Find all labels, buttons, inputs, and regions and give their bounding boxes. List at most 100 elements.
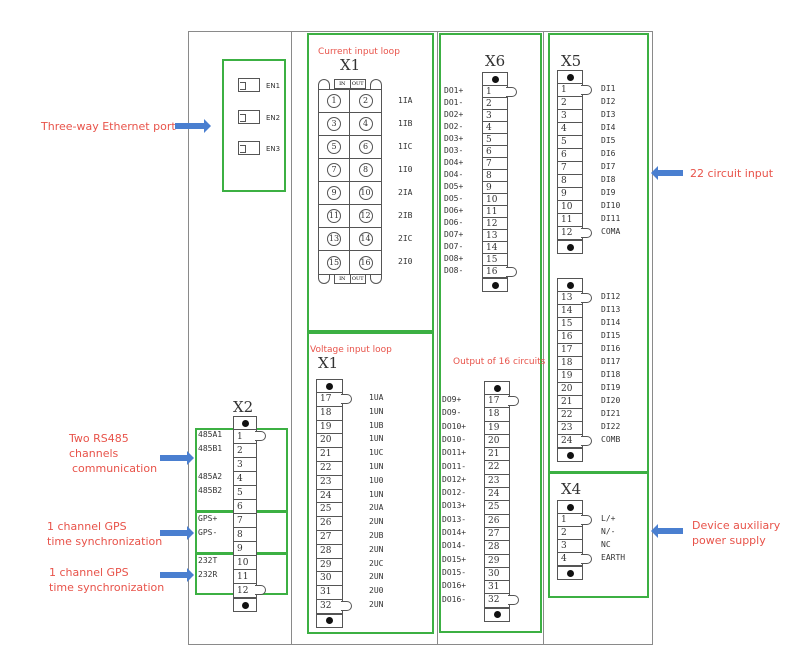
- terminal-pin: 21: [485, 448, 509, 462]
- jumper-tab-icon: [255, 585, 266, 595]
- signal-label: DO15+: [442, 554, 467, 564]
- terminal-pin: 12: [234, 584, 266, 598]
- terminal-cell: 8: [350, 159, 381, 181]
- terminal-pin: 26: [317, 517, 342, 531]
- signal-label: L/+: [601, 514, 616, 523]
- divider: [437, 31, 438, 645]
- jumper-tab-icon: [508, 396, 519, 406]
- mounting-screw-icon: [234, 417, 256, 430]
- signal-label: GPS-: [198, 528, 218, 537]
- terminal-pin: 16: [483, 266, 517, 278]
- terminal-pin: 20: [317, 434, 342, 449]
- terminal-screw-icon: 8: [358, 163, 373, 177]
- signal-label: 1U0: [369, 475, 384, 485]
- terminal-screw-icon: 1: [327, 94, 341, 108]
- mounting-screw-icon: [558, 279, 582, 292]
- ethernet-box: [222, 59, 286, 192]
- jumper-tab-icon: [341, 600, 352, 611]
- terminal-pin: 5: [483, 134, 507, 146]
- terminal-screw-icon: 2: [358, 94, 373, 108]
- out-label: OUT: [351, 81, 364, 87]
- signal-label: DO10+: [442, 421, 467, 431]
- terminal-cell: 10: [350, 182, 381, 204]
- terminal-pin: 15: [483, 254, 507, 266]
- signal-label: DI21: [601, 409, 621, 418]
- signal-label: DI1: [601, 84, 616, 93]
- signal-label: DO11-: [442, 461, 467, 471]
- signal-label: 1UN: [369, 462, 384, 471]
- terminal-pin: 11: [558, 214, 582, 227]
- jumper-tab-icon: [255, 431, 266, 441]
- terminal-pin: 3: [483, 110, 507, 122]
- terminal-pin: 30: [485, 568, 509, 582]
- signal-label: 1UC: [369, 448, 384, 458]
- terminal-cell: 5: [319, 136, 350, 158]
- terminal-pin: 3: [558, 110, 582, 123]
- arrow-right-icon: [160, 451, 194, 465]
- signal-label: DI12: [601, 292, 621, 301]
- mounting-screw-icon: [483, 278, 507, 291]
- terminal-pin: 24: [317, 490, 342, 504]
- signal-label: DI5: [601, 136, 616, 145]
- terminal-screw-icon: 15: [327, 255, 341, 270]
- signal-label: DO8-: [444, 266, 464, 275]
- mounting-screw-icon: [485, 382, 509, 395]
- arrow-right-icon: [160, 526, 194, 540]
- terminal-pin: 32: [485, 594, 519, 608]
- arrow-right-icon: [160, 568, 194, 582]
- terminal-cell: 15: [319, 251, 350, 274]
- rs485-annotation-line1: Two RS485: [69, 432, 129, 445]
- mounting-screw-icon: [558, 448, 582, 461]
- terminal-pin: 28: [317, 545, 342, 559]
- terminal-pin: 1: [234, 430, 266, 444]
- terminal-pin: 25: [317, 503, 342, 518]
- connector-latch: [318, 79, 330, 89]
- terminal-pin: 23: [485, 475, 509, 489]
- x5-title: X5: [561, 52, 582, 70]
- terminal-cell: 7: [319, 159, 350, 181]
- signal-label: 1UA: [369, 393, 384, 402]
- terminal-cell: 4: [350, 113, 381, 135]
- terminal-pin: 14: [558, 305, 582, 318]
- signal-label: DO13+: [442, 501, 467, 511]
- terminal-pin: 18: [317, 407, 342, 421]
- signal-label: 1I0: [398, 165, 413, 174]
- terminal-screw-icon: 14: [358, 232, 373, 246]
- terminal-pin: 6: [558, 149, 582, 162]
- terminal-pin: 32: [317, 600, 352, 614]
- terminal-screw-icon: 7: [327, 163, 341, 177]
- signal-label: DI9: [601, 188, 616, 197]
- signal-label: 1UB: [369, 420, 384, 430]
- terminal-pin: 13: [483, 230, 507, 242]
- signal-label: 1UN: [369, 434, 384, 444]
- terminal-pin: 15: [558, 318, 582, 331]
- signal-label: DO4+: [444, 158, 464, 167]
- signal-label: DO3+: [444, 134, 464, 143]
- x2-title: X2: [233, 398, 254, 416]
- signal-label: DI4: [601, 123, 616, 132]
- mounting-screw-icon: [485, 607, 509, 621]
- ethernet-annotation: Three-way Ethernet port: [41, 120, 176, 133]
- signal-label: DO12+: [442, 474, 467, 484]
- signal-label: DI7: [601, 162, 616, 171]
- in-out-label: IN OUT: [334, 79, 366, 89]
- arrow-right-icon: [175, 119, 211, 133]
- signal-label: DI2: [601, 97, 616, 106]
- signal-label: DO4-: [444, 170, 464, 179]
- terminal-pin: 12: [558, 227, 592, 240]
- x1-voltage-title: X1: [318, 354, 339, 372]
- terminal-pin: 24: [485, 488, 509, 502]
- terminal-pin: 2: [558, 527, 582, 540]
- signal-label: DO1+: [444, 86, 464, 95]
- terminal-pin: 13: [558, 292, 592, 305]
- connector-latch: [370, 79, 382, 89]
- signal-label: DO12-: [442, 488, 467, 498]
- signal-label: NC: [601, 540, 611, 549]
- signal-label: DI3: [601, 110, 616, 119]
- signal-label: 2UN: [369, 517, 384, 527]
- terminal-pin: 23: [558, 422, 582, 435]
